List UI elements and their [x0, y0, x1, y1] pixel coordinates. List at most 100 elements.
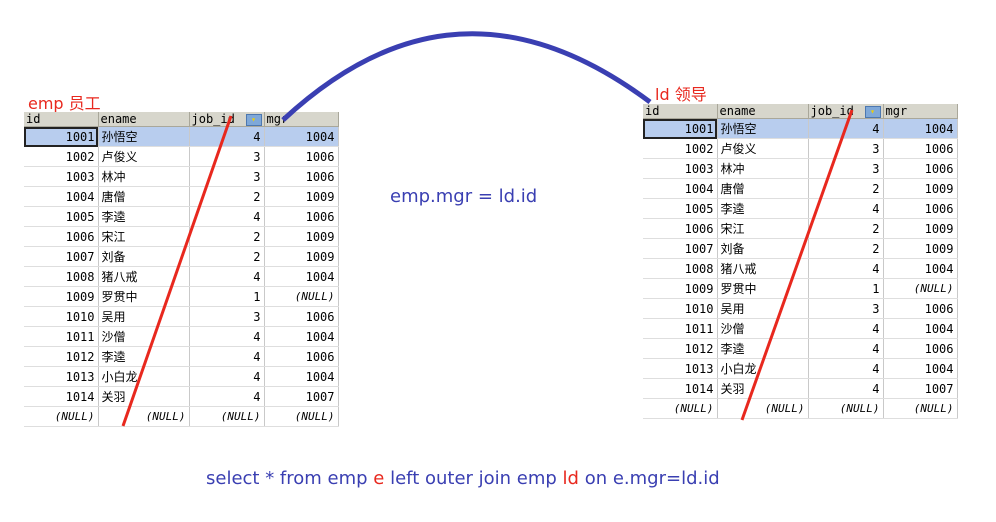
table-cell[interactable]: 林冲 — [98, 166, 190, 187]
table-cell[interactable]: 1009 — [264, 186, 339, 207]
table-cell[interactable]: 1006 — [883, 338, 958, 359]
table-cell[interactable]: 4 — [808, 258, 884, 279]
table-cell[interactable]: 2 — [808, 218, 884, 239]
table-cell[interactable]: 1004 — [643, 178, 718, 199]
table-cell[interactable]: 1004 — [883, 258, 958, 279]
table-cell[interactable]: 3 — [189, 306, 265, 327]
table-cell[interactable]: 刘备 — [717, 238, 809, 259]
table-cell[interactable]: 1014 — [24, 386, 99, 407]
table-cell[interactable]: (NULL) — [883, 398, 958, 419]
table-cell[interactable]: 1004 — [883, 318, 958, 339]
table-cell[interactable]: 1009 — [883, 178, 958, 199]
ld-col-mgr[interactable]: mgr — [883, 104, 958, 119]
table-row[interactable]: (NULL)(NULL)(NULL)(NULL) — [24, 406, 339, 427]
table-cell[interactable]: 2 — [189, 186, 265, 207]
table-cell[interactable]: 唐僧 — [98, 186, 190, 207]
table-cell[interactable]: 4 — [808, 378, 884, 399]
table-cell[interactable]: 1011 — [643, 318, 718, 339]
table-cell[interactable]: 1013 — [24, 366, 99, 387]
table-cell[interactable]: 1014 — [643, 378, 718, 399]
table-cell[interactable]: 1006 — [643, 218, 718, 239]
table-cell[interactable]: 李逵 — [717, 338, 809, 359]
table-cell[interactable]: 1006 — [264, 146, 339, 167]
table-cell[interactable]: 1010 — [643, 298, 718, 319]
table-cell[interactable]: 1006 — [264, 166, 339, 187]
table-cell[interactable]: 1004 — [264, 126, 339, 147]
table-cell[interactable]: 4 — [189, 366, 265, 387]
table-cell[interactable]: 1006 — [24, 226, 99, 247]
table-cell[interactable]: 3 — [189, 146, 265, 167]
table-cell[interactable]: 小白龙 — [98, 366, 190, 387]
table-cell[interactable]: (NULL) — [264, 286, 339, 307]
table-cell[interactable]: (NULL) — [808, 398, 884, 419]
table-cell[interactable]: 1005 — [643, 198, 718, 219]
table-cell[interactable]: 1010 — [24, 306, 99, 327]
ld-col-ename[interactable]: ename — [717, 104, 809, 119]
table-cell[interactable]: 1004 — [264, 366, 339, 387]
table-cell[interactable]: 1 — [808, 278, 884, 299]
table-cell[interactable]: 4 — [808, 338, 884, 359]
table-cell[interactable]: 4 — [189, 266, 265, 287]
table-cell[interactable]: 吴用 — [717, 298, 809, 319]
table-cell[interactable]: 2 — [808, 238, 884, 259]
table-cell[interactable]: 3 — [808, 158, 884, 179]
table-cell[interactable]: 1004 — [883, 358, 958, 379]
emp-col-job-id[interactable]: job_id▾ — [189, 112, 265, 127]
table-cell[interactable]: 1006 — [264, 206, 339, 227]
table-cell[interactable]: 4 — [808, 198, 884, 219]
table-cell[interactable]: 4 — [189, 206, 265, 227]
table-cell[interactable]: 1006 — [883, 138, 958, 159]
table-cell[interactable]: 1001 — [643, 118, 718, 139]
table-cell[interactable]: 1003 — [24, 166, 99, 187]
table-cell[interactable]: 唐僧 — [717, 178, 809, 199]
table-cell[interactable]: 猪八戒 — [717, 258, 809, 279]
table-cell[interactable]: 1004 — [264, 266, 339, 287]
table-cell[interactable]: 1008 — [643, 258, 718, 279]
table-cell[interactable]: 4 — [189, 326, 265, 347]
table-cell[interactable]: 1012 — [24, 346, 99, 367]
table-cell[interactable]: 1009 — [264, 246, 339, 267]
table-cell[interactable]: 林冲 — [717, 158, 809, 179]
table-cell[interactable]: 1006 — [264, 306, 339, 327]
table-cell[interactable]: 1002 — [643, 138, 718, 159]
table-cell[interactable]: 4 — [189, 346, 265, 367]
table-cell[interactable]: 4 — [808, 318, 884, 339]
table-cell[interactable]: 1009 — [883, 218, 958, 239]
table-cell[interactable]: 1004 — [264, 326, 339, 347]
table-cell[interactable]: 1004 — [883, 118, 958, 139]
table-cell[interactable]: 关羽 — [98, 386, 190, 407]
table-cell[interactable]: 1009 — [24, 286, 99, 307]
table-cell[interactable]: 1007 — [24, 246, 99, 267]
table-cell[interactable]: 刘备 — [98, 246, 190, 267]
table-cell[interactable]: 关羽 — [717, 378, 809, 399]
sort-icon[interactable]: ▾ — [864, 106, 881, 118]
table-cell[interactable]: 1 — [189, 286, 265, 307]
table-cell[interactable]: (NULL) — [98, 406, 190, 427]
table-cell[interactable]: 1007 — [643, 238, 718, 259]
table-cell[interactable]: 卢俊义 — [98, 146, 190, 167]
sort-icon[interactable]: ▾ — [245, 114, 262, 126]
table-cell[interactable]: 2 — [189, 226, 265, 247]
table-cell[interactable]: 1007 — [264, 386, 339, 407]
table-cell[interactable]: 李逵 — [98, 346, 190, 367]
table-cell[interactable]: 沙僧 — [98, 326, 190, 347]
table-cell[interactable]: 1009 — [883, 238, 958, 259]
